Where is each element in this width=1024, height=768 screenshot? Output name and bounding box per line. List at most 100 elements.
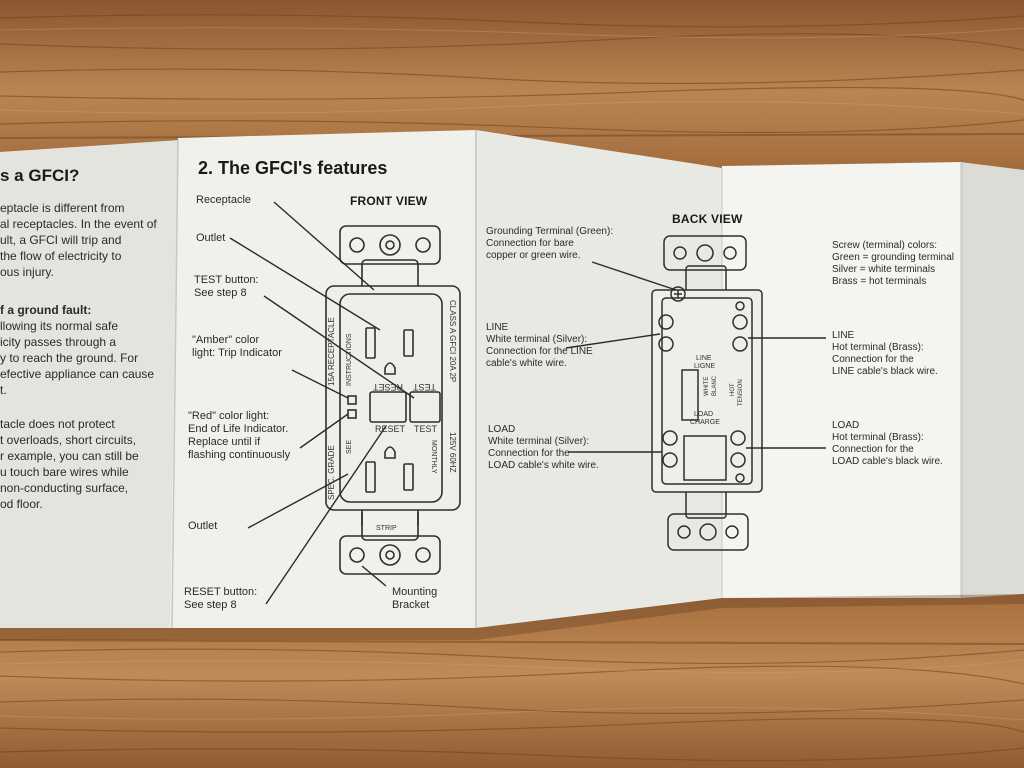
left-text-line: t overloads, short circuits,: [0, 433, 137, 447]
label-load-hot-terminal: LOAD Hot terminal (Brass): Connection fo…: [832, 420, 943, 468]
back-print-tension: TENSION: [738, 379, 744, 406]
label-line: Mounting: [392, 586, 438, 598]
left-text-line: llowing its normal safe: [0, 319, 119, 333]
back-top-ear: [663, 235, 747, 271]
left-text-line: tacle does not protect: [0, 417, 115, 431]
grounding-screw: [670, 286, 686, 302]
label-line: End of Life Indicator.: [188, 423, 289, 435]
back-print-ligne: LIGNE: [694, 363, 715, 370]
back-print-load: LOAD: [694, 411, 713, 418]
label-outlet-top: Outlet: [196, 232, 226, 244]
device-print-left-rating: 15A RECEPTACLE: [327, 317, 336, 386]
line-white-screw-2: [658, 336, 674, 352]
left-text-line: eptacle is different from: [0, 201, 125, 215]
label-screw-colors: Screw (terminal) colors: Green = groundi…: [832, 240, 954, 288]
left-panel-paragraph-2: llowing its normal safe icity passes thr…: [0, 318, 154, 398]
left-text-line: non-conducting surface,: [0, 481, 129, 495]
label-line: Bracket: [392, 599, 430, 611]
back-print-line: LINE: [696, 355, 712, 362]
test-button: [409, 391, 441, 423]
back-print-white: WHITE: [704, 377, 710, 396]
label-line: LOAD: [832, 420, 860, 431]
left-text-line: ous injury.: [0, 265, 54, 279]
label-line: See step 8: [194, 287, 247, 299]
load-hot-screw-2: [730, 452, 746, 468]
label-line: cable's white wire.: [486, 358, 567, 369]
label-line: LINE: [486, 322, 509, 333]
label-line: Hot terminal (Brass):: [832, 432, 924, 443]
left-text-line: r example, you can still be: [0, 449, 139, 463]
receptacle-body: [325, 285, 461, 511]
label-red-light: "Red" color light: End of Life Indicator…: [188, 410, 290, 462]
left-text-line: al receptacles. In the event of: [0, 217, 157, 231]
line-hot-screw-2: [732, 336, 748, 352]
left-text-line: the flow of electricity to: [0, 249, 122, 263]
label-line: Connection for the: [488, 448, 570, 459]
back-print-blanc: BLANC: [712, 375, 718, 396]
left-text-line: icity passes through a: [0, 335, 117, 349]
label-line: LINE: [832, 330, 855, 341]
device-print-reset-lower: RESET: [375, 424, 406, 434]
label-test-button: TEST button: See step 8: [194, 274, 259, 300]
left-text-line: ult, a GFCI will trip and: [0, 233, 122, 247]
left-text-line: t.: [0, 383, 7, 397]
label-line: Silver = white terminals: [832, 264, 936, 275]
label-line: Connection for the LINE: [486, 346, 593, 357]
label-line: Grounding Terminal (Green):: [486, 226, 614, 237]
label-line: LOAD: [488, 424, 516, 435]
reset-button: [369, 391, 407, 423]
label-line: LINE cable's black wire.: [832, 366, 938, 377]
device-print-test-lower: TEST: [414, 424, 438, 434]
label-load-white-terminal: LOAD White terminal (Silver): Connection…: [488, 424, 599, 472]
label-line: "Red" color light:: [188, 410, 270, 422]
label-reset-button: RESET button: See step 8: [184, 586, 257, 612]
load-hot-screw-1: [730, 430, 746, 446]
top-mounting-ear: [339, 225, 441, 265]
left-panel-subheading: f a ground fault:: [0, 303, 92, 317]
label-line: TEST button:: [194, 274, 259, 286]
label-line: Green = grounding terminal: [832, 252, 955, 263]
back-view-heading: BACK VIEW: [672, 212, 743, 226]
left-text-line: y to reach the ground. For: [0, 351, 139, 365]
back-bottom-ear: [667, 513, 749, 551]
back-print-hot: HOT: [730, 383, 736, 396]
label-line: copper or green wire.: [486, 250, 581, 261]
front-view-heading: FRONT VIEW: [350, 194, 428, 208]
receptacle-face: [339, 293, 443, 503]
label-outlet-bottom: Outlet: [188, 520, 218, 532]
device-print-test: TEST: [412, 382, 436, 392]
label-grounding-terminal: Grounding Terminal (Green): Connection f…: [486, 226, 613, 262]
left-panel-paragraph-3: tacle does not protect t overloads, shor…: [0, 416, 139, 512]
label-line: flashing continuously: [188, 449, 291, 461]
label-line: Connection for the: [832, 444, 914, 455]
label-line: LOAD cable's white wire.: [488, 460, 599, 471]
device-print-strip: STRIP: [376, 525, 397, 532]
device-print-voltage: 125V 60HZ: [448, 432, 457, 473]
label-line: See step 8: [184, 599, 237, 611]
label-line-hot-terminal: LINE Hot terminal (Brass): Connection fo…: [832, 330, 938, 378]
section-title: 2. The GFCI's features: [198, 158, 388, 178]
load-white-screw-2: [662, 452, 678, 468]
label-line: Hot terminal (Brass):: [832, 342, 924, 353]
label-line: Screw (terminal) colors:: [832, 240, 938, 251]
label-line: White terminal (Silver):: [488, 436, 590, 447]
label-line: Replace until if: [188, 436, 261, 448]
label-line: light: Trip Indicator: [192, 347, 282, 359]
device-print-reset: RESET: [372, 382, 403, 392]
amber-trip-indicator: [347, 395, 357, 405]
label-receptacle: Receptacle: [196, 194, 252, 206]
label-line: Connection for the: [832, 354, 914, 365]
label-line: Brass = hot terminals: [832, 276, 927, 287]
label-line: White terminal (Silver):: [486, 334, 588, 345]
device-print-right-rating: CLASS A GFCI 20A 2P: [448, 300, 457, 382]
device-print-instructions: INSTRUCTIONS: [346, 333, 353, 386]
label-line: "Amber" color: [192, 334, 260, 346]
label-line-white-terminal: LINE White terminal (Silver): Connection…: [486, 322, 593, 370]
back-print-charge: CHARGE: [690, 419, 720, 426]
bottom-mounting-ear: [339, 535, 441, 575]
label-line: RESET button:: [184, 586, 258, 598]
load-white-screw-1: [662, 430, 678, 446]
left-text-line: od floor.: [0, 497, 43, 511]
